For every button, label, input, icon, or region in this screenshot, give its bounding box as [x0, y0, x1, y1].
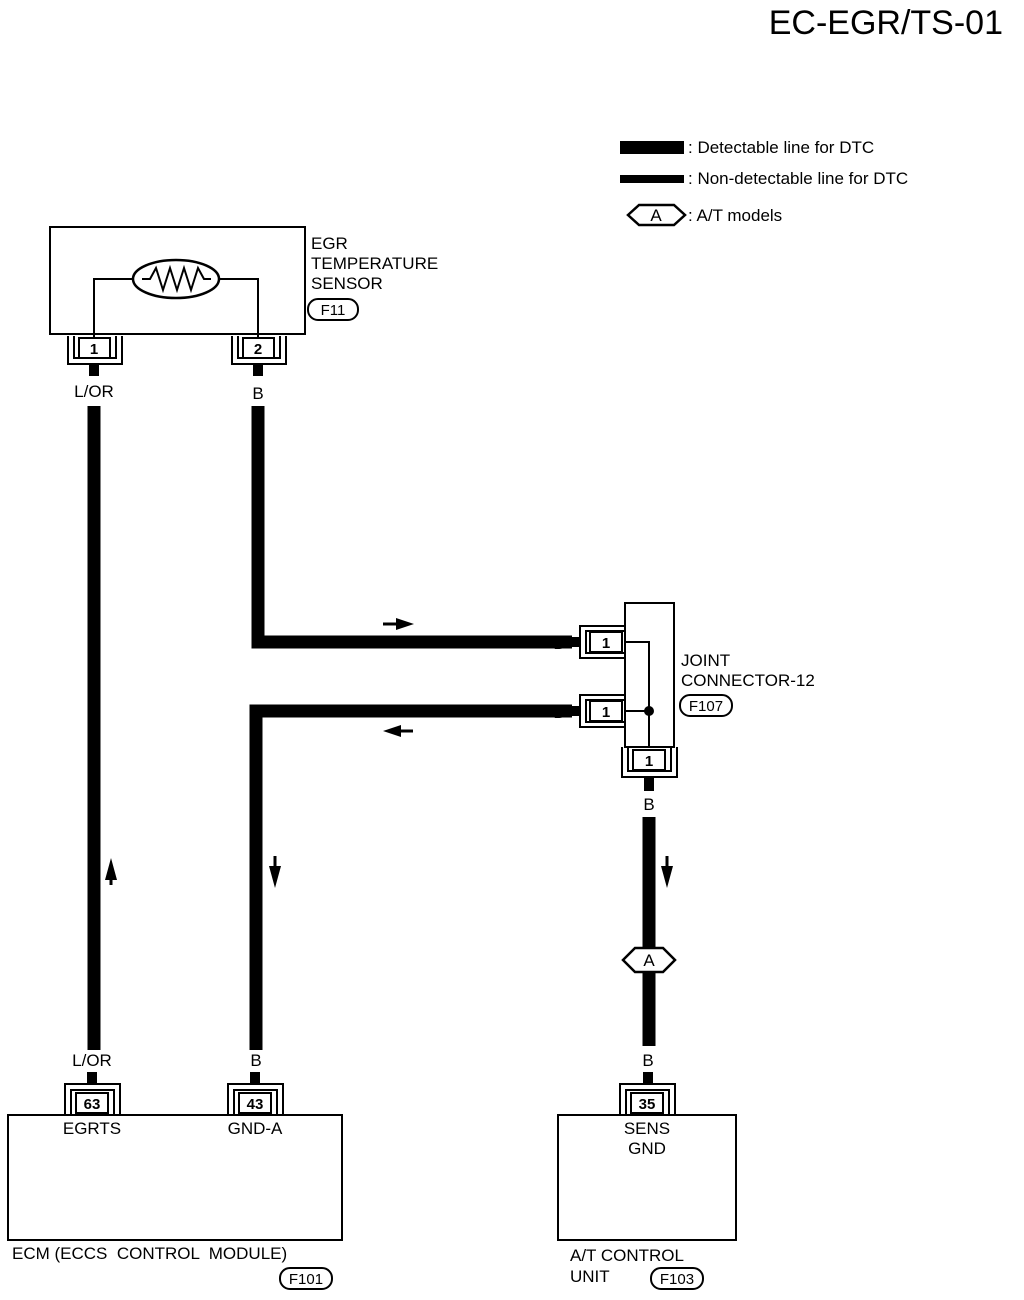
option-hexagon-a [621, 946, 677, 974]
legend-detectable-text: : Detectable line for DTC [688, 138, 874, 157]
ecm-pin63-box [75, 1092, 109, 1114]
legend: : Detectable line for DTC : Non-detectab… [620, 138, 908, 227]
sensor-name-line3: SENSOR [311, 274, 383, 293]
flow-arrow-left [383, 725, 401, 737]
sensor-pin2-number: 2 [254, 341, 262, 358]
sensor-connector-badge [307, 298, 359, 321]
wire-color-tcm-ground: B [642, 1051, 653, 1070]
page-title: EC-EGR/TS-01 [769, 4, 1003, 42]
joint-connector-id: F107 [689, 698, 723, 715]
sensor-internal-wire-right [218, 278, 259, 340]
sensor-connector-id: F11 [321, 302, 346, 319]
tcm-pin35-label-line2: GND [628, 1139, 666, 1158]
tcm-pin35-box [630, 1092, 664, 1114]
joint-lower-pin-number: 1 [602, 704, 610, 721]
resistor-zigzag-icon [142, 264, 211, 294]
tcm-pin35-number: 35 [639, 1096, 656, 1113]
option-mark-a: A [643, 951, 655, 970]
tcm-body [557, 1114, 737, 1241]
ecm-pin43-terminal-inner [233, 1089, 278, 1115]
sensor-name-line2: TEMPERATURE [311, 254, 438, 273]
sensor-pin1-number: 1 [90, 341, 98, 358]
wire-color-egrts-top: L/OR [74, 382, 114, 401]
sensor-pin2-stub [253, 364, 263, 376]
joint-upper-pin-number: 1 [602, 635, 610, 652]
tcm-name-line2: UNIT [570, 1267, 610, 1286]
flow-arrow-egrts-up [105, 858, 117, 880]
ecm-name: ECM (ECCS CONTROL MODULE) [12, 1244, 287, 1263]
tcm-pin35-stub [643, 1072, 653, 1084]
legend-option-text: : A/T models [688, 206, 782, 225]
joint-connector-badge [679, 694, 733, 717]
tcm-connector-badge [650, 1267, 704, 1290]
ecm-pin63-number: 63 [84, 1096, 101, 1113]
joint-lower-pin-box [589, 700, 623, 722]
sensor-pin1-box [78, 337, 111, 359]
ecm-body [7, 1114, 343, 1241]
ecm-pin43-label: GND-A [228, 1119, 283, 1138]
sensor-name-line1: EGR [311, 234, 348, 253]
ecm-pin63-terminal-inner [70, 1089, 115, 1115]
joint-connector-name-line2: CONNECTOR-12 [681, 671, 815, 690]
egr-temperature-sensor: EGR TEMPERATURE SENSOR F11 1 2 [49, 226, 438, 365]
joint-lower-terminal-outer [579, 694, 625, 728]
tcm-name-line1: A/T CONTROL [570, 1246, 684, 1265]
ecm-module: 63 43 EGRTS GND-A ECM (ECCS CONTROL MODU… [7, 1083, 343, 1290]
wire-sensor-ground [251, 406, 572, 649]
joint-connector-name-line1: JOINT [681, 651, 730, 670]
tcm-pin35-label-line1: SENS [624, 1119, 670, 1138]
ecm-pin43-terminal-outer [227, 1083, 284, 1115]
wire-ecm-ground [249, 704, 572, 1050]
tcm-connector-id: F103 [660, 1271, 694, 1288]
ecm-pin63-stub [87, 1072, 97, 1084]
ecm-pin63-label: EGRTS [63, 1119, 121, 1138]
joint-lower-stub [568, 706, 580, 716]
joint-splice-dot [644, 706, 654, 716]
ecm-pin43-number: 43 [247, 1096, 264, 1113]
flow-arrow-right [396, 618, 414, 630]
ecm-pin43-stub [250, 1072, 260, 1084]
wire-color-egrts-bottom: L/OR [72, 1051, 112, 1070]
joint-upper-stub [568, 637, 580, 647]
flow-arrow-tcm-ground-down [661, 866, 673, 888]
ecm-pin63-terminal-outer [64, 1083, 121, 1115]
ecm-connector-id: F101 [289, 1271, 323, 1288]
legend-non-detectable-swatch [620, 175, 684, 183]
joint-bottom-pin-number: 1 [645, 753, 653, 770]
ecm-connector-badge [279, 1267, 333, 1290]
at-control-unit: 35 SENS GND A/T CONTROL UNIT F103 [557, 1083, 737, 1290]
legend-option-mark: A [650, 206, 662, 225]
legend-detectable-swatch [620, 141, 684, 154]
wire-color-sensor-ground: B [252, 384, 263, 403]
wire-color-ecm-ground: B [250, 1051, 261, 1070]
sensor-internal-wire-left [93, 278, 134, 340]
joint-bottom-stub [644, 777, 654, 791]
legend-non-detectable-text: : Non-detectable line for DTC [688, 169, 908, 188]
wire-color-joint-out: B [643, 795, 654, 814]
wire-color-joint-in-upper: B [553, 634, 564, 653]
legend-option-hexagon [626, 203, 687, 227]
tcm-pin35-terminal-inner [625, 1089, 670, 1115]
joint-upper-pin-box [589, 631, 623, 653]
sensor-pin1-stub [89, 364, 99, 376]
joint-bottom-pin-box [632, 749, 666, 771]
wire-color-joint-in-lower: B [553, 703, 564, 722]
flow-arrow-ecm-ground-down [269, 866, 281, 888]
joint-connector-12: B B 1 1 1 JOINT CONNECTOR-12 F107 [553, 602, 815, 778]
sensor-pin2-box [242, 337, 275, 359]
joint-upper-terminal-outer [579, 625, 625, 659]
ecm-pin43-box [238, 1092, 272, 1114]
tcm-pin35-terminal-outer [619, 1083, 676, 1115]
